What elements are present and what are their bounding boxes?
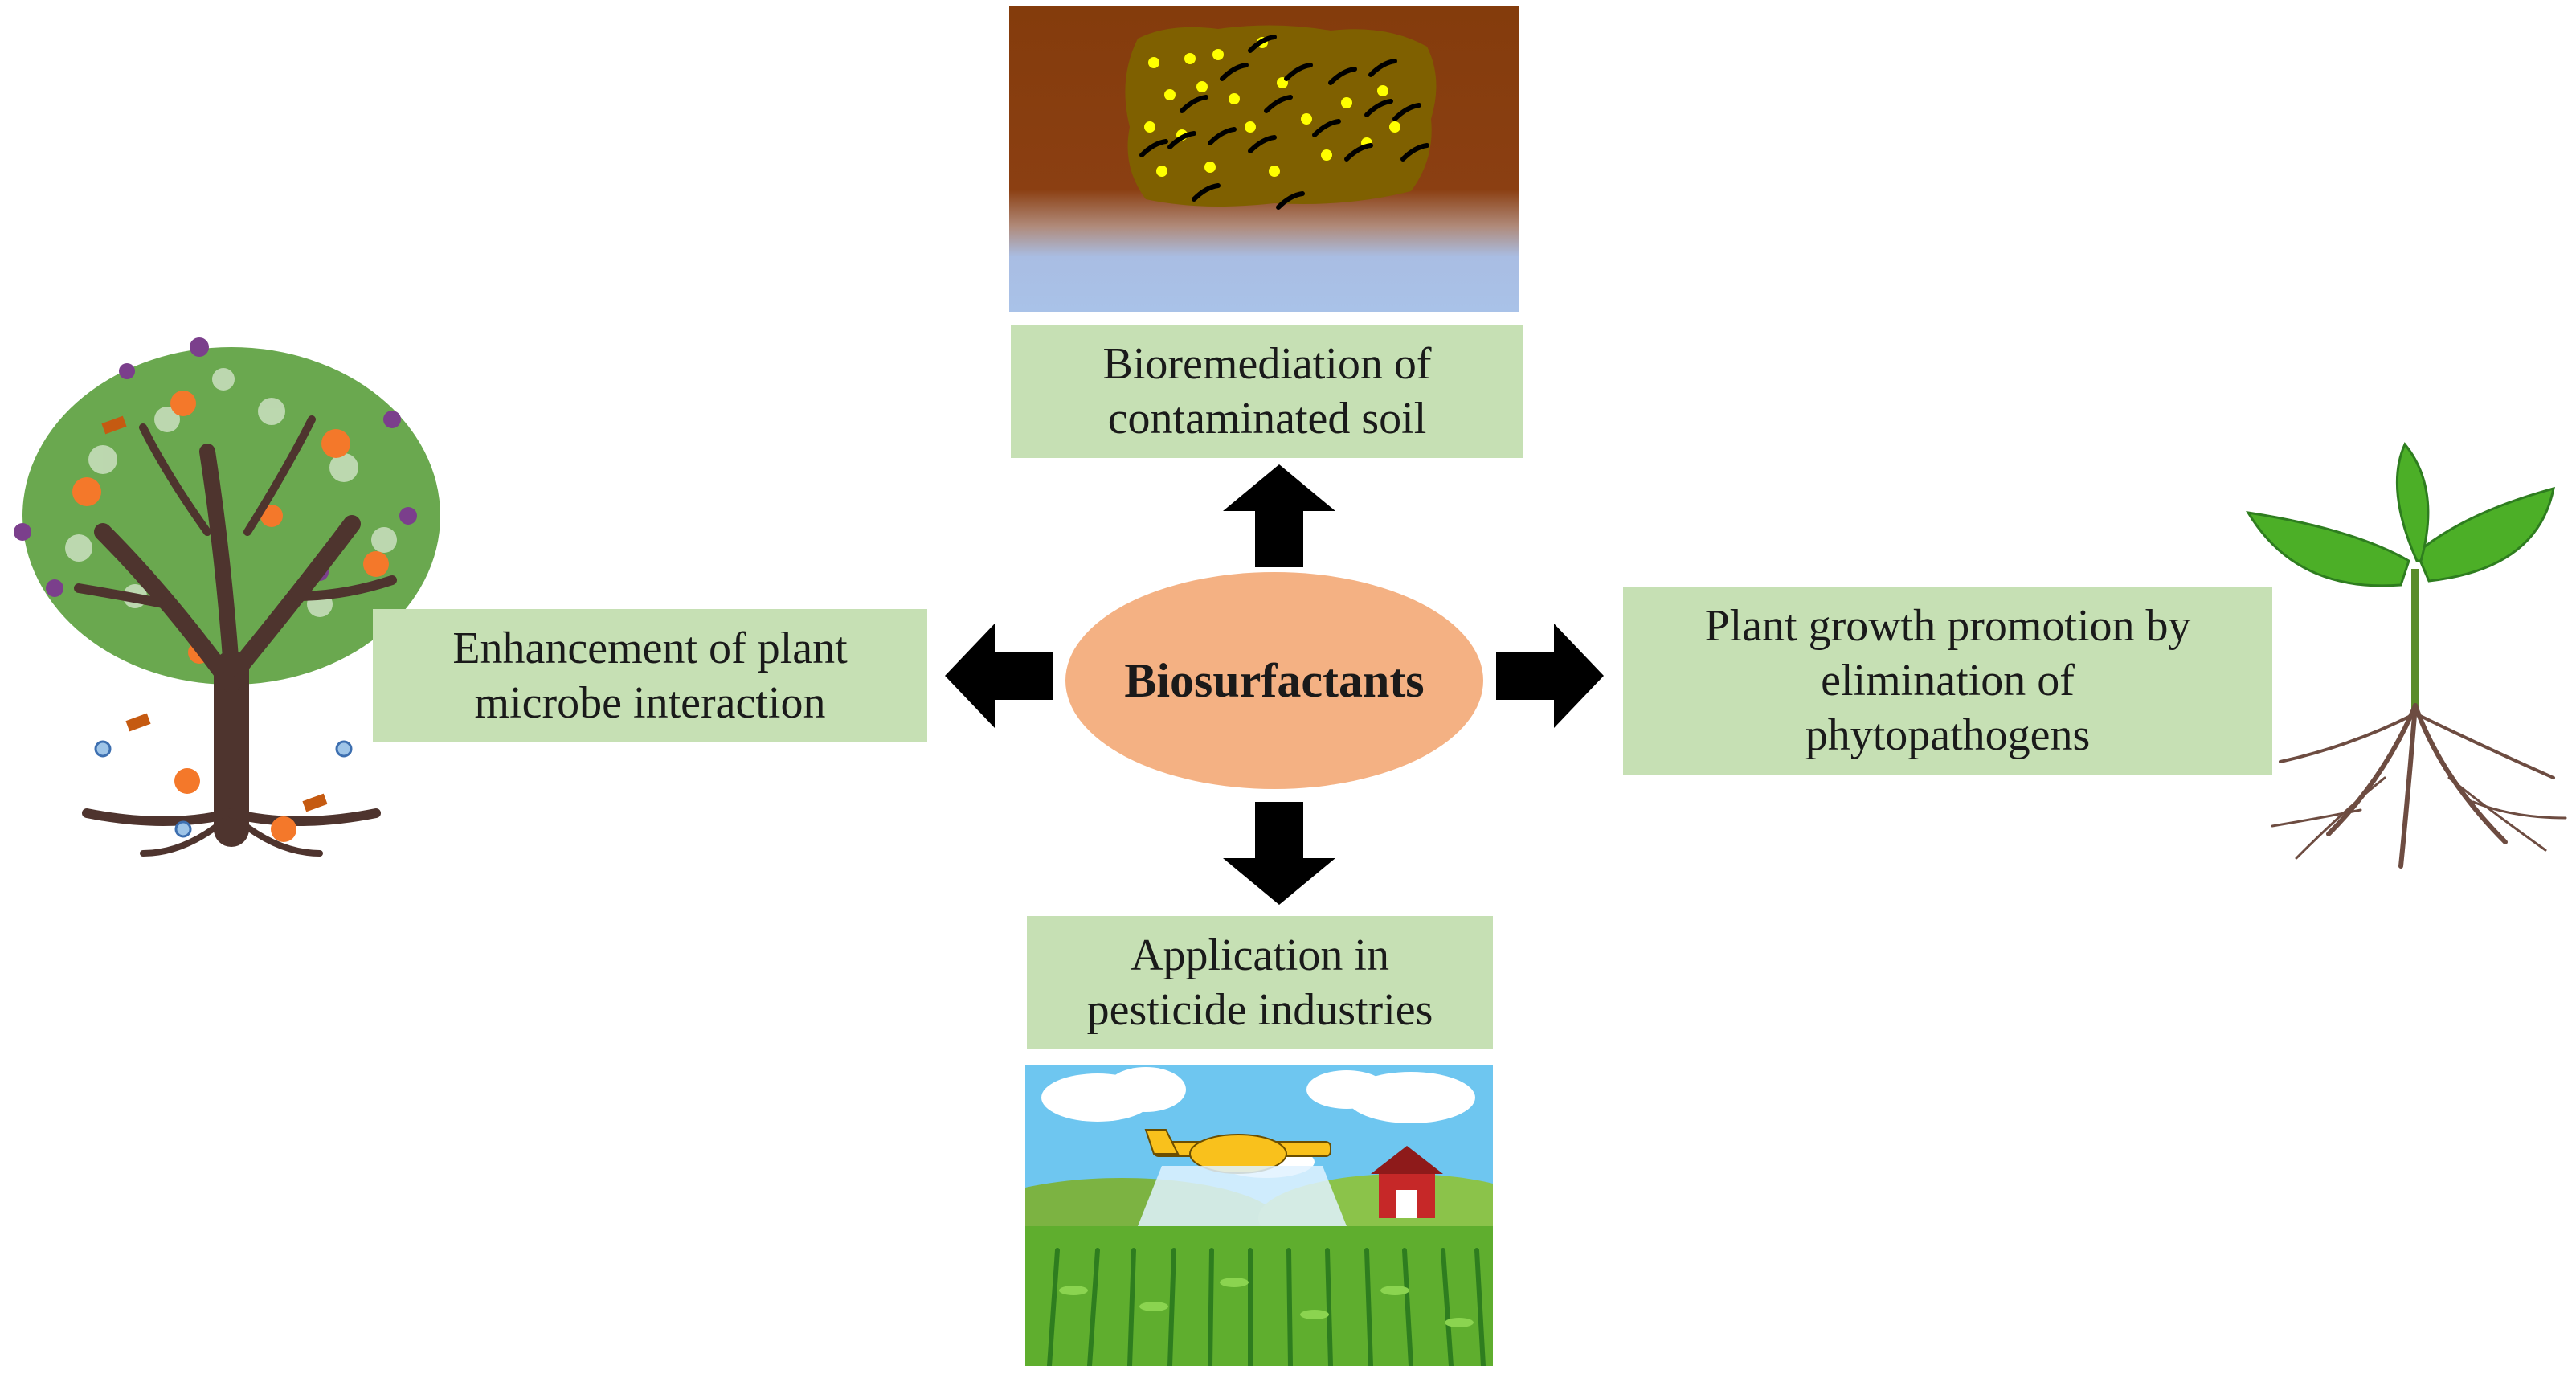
pesticide-box: Application in pesticide industries (1027, 916, 1493, 1049)
tree-microbe-image (6, 331, 456, 861)
arrow-up-icon (1223, 464, 1335, 567)
growth-promotion-label: Plant growth promotion by elimination of… (1704, 601, 2191, 760)
biosurfactants-label: Biosurfactants (1124, 653, 1425, 707)
biosurfactants-node: Biosurfactants (1065, 572, 1483, 789)
plant-microbe-label: Enhancement of plant microbe interaction (452, 624, 848, 728)
crop-duster-image (1025, 1065, 1493, 1366)
arrow-down-icon (1223, 802, 1335, 905)
arrow-right-icon (1496, 624, 1604, 728)
pesticide-label: Application in pesticide industries (1086, 930, 1433, 1035)
seedling-image (2200, 440, 2570, 874)
arrow-left-icon (945, 624, 1053, 728)
bioremediation-label: Bioremediation of contaminated soil (1102, 339, 1432, 444)
bioremediation-box: Bioremediation of contaminated soil (1011, 325, 1523, 458)
soil-image (1009, 6, 1519, 312)
growth-promotion-box: Plant growth promotion by elimination of… (1623, 587, 2272, 775)
plant-microbe-box: Enhancement of plant microbe interaction (373, 609, 927, 742)
